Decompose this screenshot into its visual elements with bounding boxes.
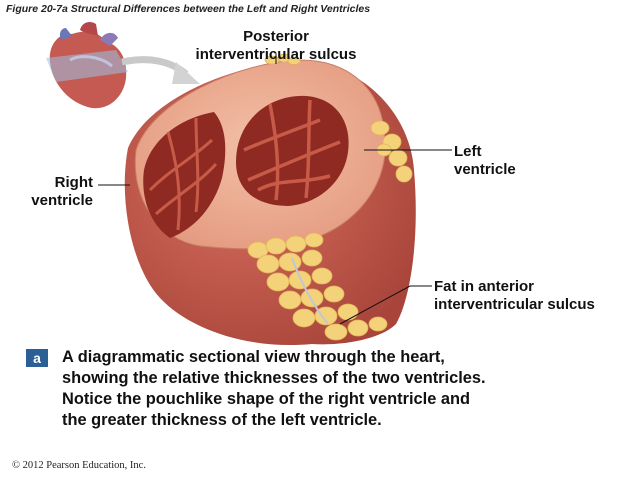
caption-badge: a	[26, 349, 48, 367]
thumbnail-arrow-head	[172, 62, 200, 84]
caption: A diagrammatic sectional view through th…	[62, 347, 582, 431]
anterior-sulcus-vessel	[291, 257, 329, 325]
label-posterior-sulcus: Posterior interventricular sulcus	[195, 28, 357, 63]
caption-line: Notice the pouchlike shape of the right …	[62, 390, 471, 408]
label-anterior-sulcus-fat: Fat in anterior interventricular sulcus	[434, 278, 595, 313]
heart-thumbnail	[46, 22, 128, 109]
caption-line: the greater thickness of the left ventri…	[62, 411, 382, 429]
figure-title: Figure 20-7a Structural Differences betw…	[6, 3, 371, 15]
left-side-fat	[370, 120, 413, 183]
caption-line: A diagrammatic sectional view through th…	[62, 348, 445, 366]
copyright: © 2012 Pearson Education, Inc.	[12, 460, 146, 471]
label-right-ventricle: Right ventricle	[31, 174, 93, 209]
caption-line: showing the relative thicknesses of the …	[62, 369, 486, 387]
right-ventricle-trabeculae	[148, 117, 218, 231]
leader-fat	[339, 285, 432, 325]
label-left-ventricle: Left ventricle	[454, 143, 516, 178]
left-ventricle-trabeculae	[243, 99, 341, 201]
